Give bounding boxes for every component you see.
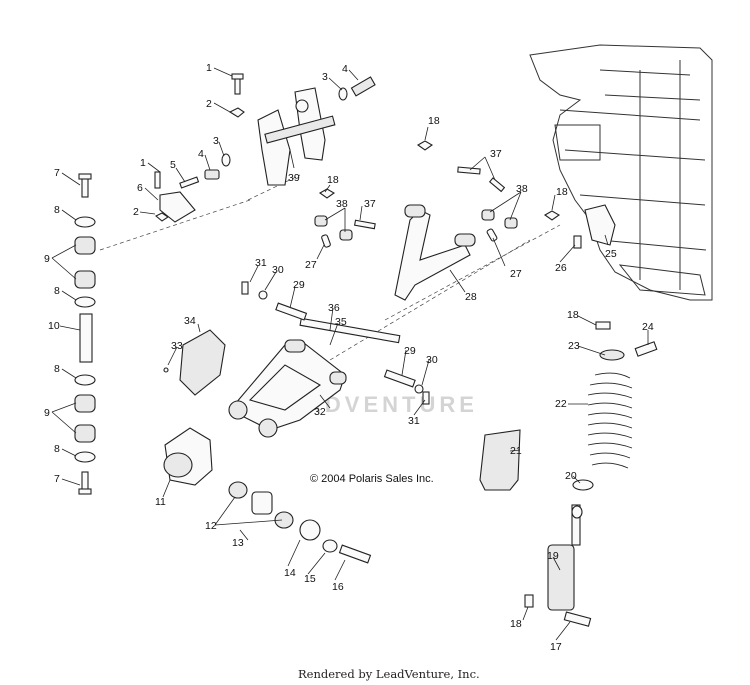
callout-4: 4	[342, 63, 348, 75]
hub-hardware	[228, 481, 372, 564]
callout-11: 11	[155, 496, 166, 508]
callout-29: 29	[293, 279, 305, 291]
skid-plate	[163, 329, 226, 396]
callout-2: 2	[206, 98, 212, 110]
callout-18: 18	[327, 174, 339, 186]
callout-34: 34	[184, 315, 196, 327]
leader-lines	[51, 67, 649, 641]
callout-24: 24	[642, 321, 654, 333]
callout-36: 36	[328, 302, 340, 314]
callout-8: 8	[54, 204, 60, 216]
callout-29: 29	[404, 345, 416, 357]
callout-1: 1	[206, 62, 212, 74]
knuckle	[163, 427, 213, 486]
callout-3: 3	[213, 135, 219, 147]
callout-9: 9	[44, 407, 50, 419]
left-mount-stack	[74, 173, 96, 495]
upper-a-arm	[314, 140, 561, 301]
callout-12: 12	[205, 520, 217, 532]
callout-39: 39	[288, 172, 300, 184]
callout-32: 32	[314, 406, 326, 418]
copyright-text: © 2004 Polaris Sales Inc.	[310, 473, 434, 485]
callout-37: 37	[490, 148, 502, 160]
top-hardware	[154, 73, 376, 223]
footer-text: Rendered by LeadVenture, Inc.	[298, 667, 480, 681]
callout-30: 30	[272, 264, 284, 276]
watermark: ADVENTURE	[305, 392, 478, 417]
callout-37: 37	[364, 198, 376, 210]
callout-31: 31	[255, 257, 267, 269]
callout-18: 18	[510, 618, 522, 630]
callout-20: 20	[565, 470, 577, 482]
callout-27: 27	[305, 259, 317, 271]
callout-16: 16	[332, 581, 344, 593]
callout-7: 7	[54, 167, 60, 179]
frame-bracket	[573, 204, 616, 249]
callout-18: 18	[556, 186, 568, 198]
callout-8: 8	[54, 285, 60, 297]
callout-38: 38	[336, 198, 348, 210]
lower-a-arm	[228, 281, 430, 438]
callout-28: 28	[465, 291, 477, 303]
callout-6: 6	[137, 182, 143, 194]
callout-23: 23	[568, 340, 580, 352]
callout-17: 17	[550, 641, 562, 653]
callouts: 1 2 3 4 39 1 5 4 3 6 2 7 8 9 8 10 8 9 8 …	[44, 62, 654, 653]
callout-22: 22	[555, 398, 567, 410]
callout-7: 7	[54, 473, 60, 485]
callout-38: 38	[516, 183, 528, 195]
callout-27: 27	[510, 268, 522, 280]
callout-13: 13	[232, 537, 244, 549]
shock-absorber	[479, 321, 658, 627]
callout-19: 19	[547, 550, 559, 562]
callout-25: 25	[605, 248, 617, 260]
callout-2: 2	[133, 206, 139, 218]
callout-35: 35	[335, 316, 347, 328]
callout-5: 5	[170, 159, 176, 171]
callout-26: 26	[555, 262, 567, 274]
callout-4: 4	[198, 148, 204, 160]
callout-18: 18	[428, 115, 440, 127]
callout-3: 3	[322, 71, 328, 83]
pivot-bracket-assembly	[257, 87, 336, 186]
callout-9: 9	[44, 253, 50, 265]
callout-14: 14	[284, 567, 296, 579]
callout-30: 30	[426, 354, 438, 366]
callout-31: 31	[408, 415, 420, 427]
callout-21: 21	[510, 445, 522, 457]
callout-8: 8	[54, 443, 60, 455]
callout-10: 10	[48, 320, 60, 332]
callout-18: 18	[567, 309, 579, 321]
callout-8: 8	[54, 363, 60, 375]
callout-15: 15	[304, 573, 316, 585]
callout-1: 1	[140, 157, 146, 169]
callout-33: 33	[171, 340, 183, 352]
